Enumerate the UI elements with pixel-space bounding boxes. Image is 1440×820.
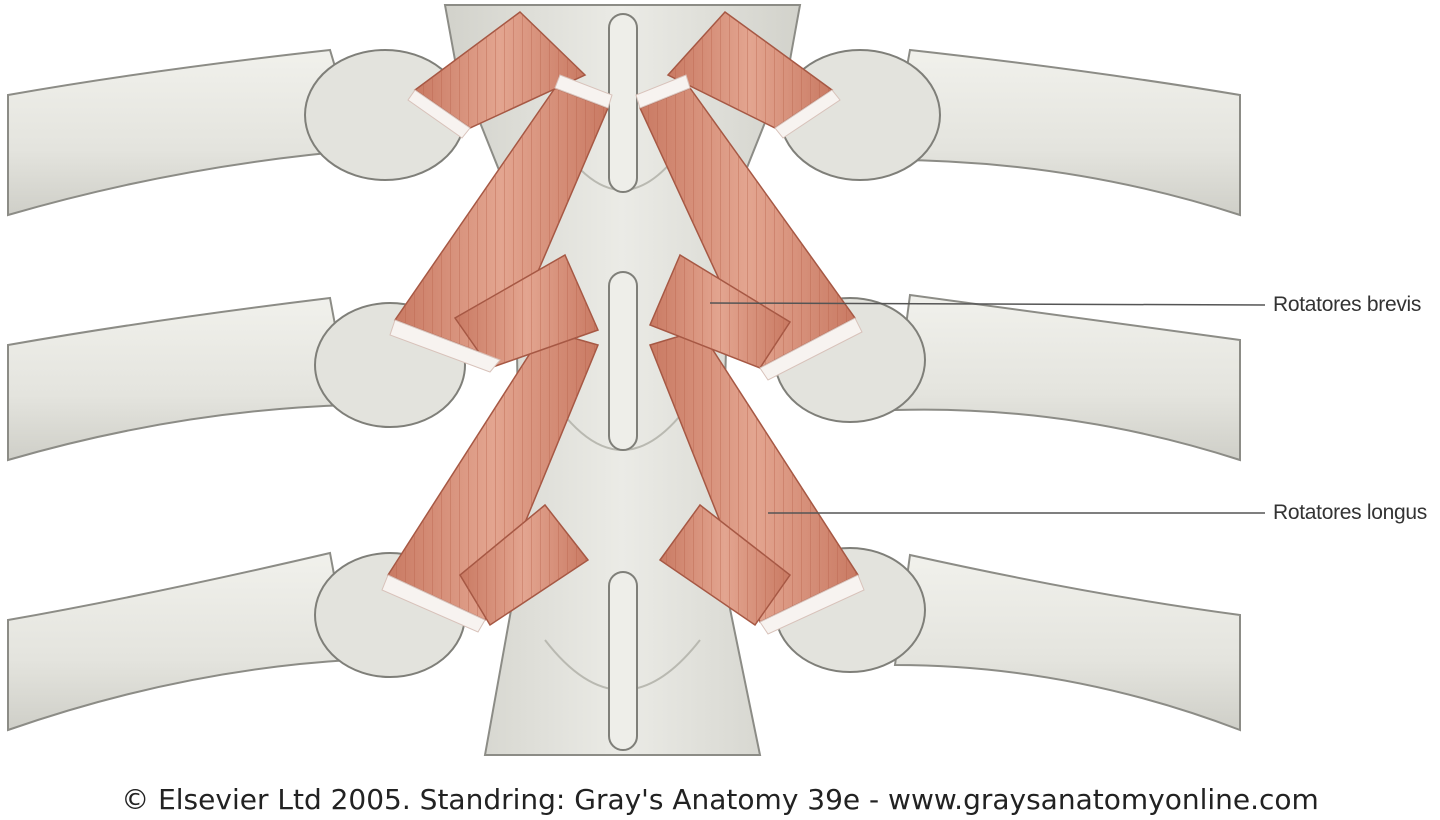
leader-lines: [709, 302, 1266, 514]
copyright-credit: © Elsevier Ltd 2005. Standring: Gray's A…: [121, 783, 1319, 816]
rotatores-brevis-muscles: [413, 10, 834, 627]
rotatores-longus-muscles: [386, 87, 860, 624]
tendon-attachments: [381, 74, 865, 635]
left-ribs: [7, 48, 362, 732]
spinous-processes: [608, 13, 638, 751]
label-rotatores-brevis: Rotatores brevis: [1273, 293, 1422, 316]
label-rotatores-longus: Rotatores longus: [1273, 501, 1427, 524]
rotatores-brevis-leader: [709, 302, 1266, 306]
right-ribs: [888, 48, 1241, 732]
